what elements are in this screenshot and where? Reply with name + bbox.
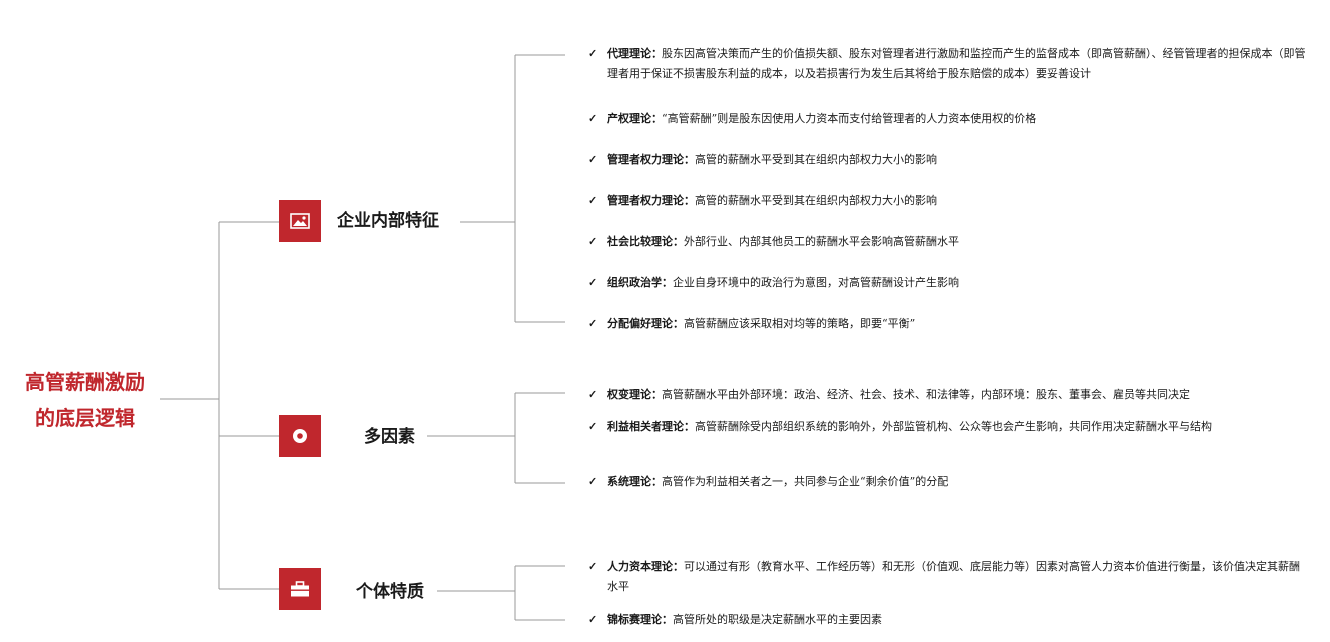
item-name: 管理者权力理论：	[607, 153, 695, 166]
list-item: ✓ 人力资本理论：可以通过有形（教育水平、工作经历等）和无形（价值观、底层能力等）…	[588, 557, 1310, 597]
item-text: 高管的薪酬水平受到其在组织内部权力大小的影响	[695, 153, 937, 166]
list-item: ✓ 分配偏好理论：高管薪酬应该采取相对均等的策略，即要“平衡”	[588, 314, 1310, 334]
item-text: 外部行业、内部其他员工的薪酬水平会影响高管薪酬水平	[684, 235, 959, 248]
item-text: 高管薪酬除受内部组织系统的影响外，外部监管机构、公众等也会产生影响，共同作用决定…	[695, 420, 1212, 433]
list-item: ✓ 管理者权力理论：高管的薪酬水平受到其在组织内部权力大小的影响	[588, 150, 1310, 170]
category-label-internal: 企业内部特征	[337, 211, 439, 231]
list-item: ✓ 利益相关者理论：高管薪酬除受内部组织系统的影响外，外部监管机构、公众等也会产生…	[588, 417, 1310, 437]
briefcase-icon	[291, 581, 309, 597]
list-item: ✓ 社会比较理论：外部行业、内部其他员工的薪酬水平会影响高管薪酬水平	[588, 232, 1310, 252]
item-text: 高管薪酬水平由外部环境：政治、经济、社会、技术、和法律等，内部环境：股东、董事会…	[662, 388, 1190, 401]
items-bracket	[514, 392, 565, 484]
check-icon: ✓	[588, 47, 598, 60]
item-name: 社会比较理论：	[607, 235, 684, 248]
item-text: 高管作为利益相关者之一，共同参与企业“剩余价值”的分配	[662, 475, 949, 488]
image-icon	[290, 213, 310, 229]
list-item: ✓ 权变理论：高管薪酬水平由外部环境：政治、经济、社会、技术、和法律等，内部环境：…	[588, 385, 1310, 405]
check-icon: ✓	[588, 194, 598, 207]
item-name: 分配偏好理论：	[607, 317, 684, 330]
list-item: ✓ 代理理论：股东因高管决策而产生的价值损失额、股东对管理者进行激励和监控而产生的…	[588, 44, 1310, 84]
list-item: ✓ 管理者权力理论：高管的薪酬水平受到其在组织内部权力大小的影响	[588, 191, 1310, 211]
item-name: 锦标赛理论：	[607, 613, 673, 626]
category-icon-box-internal	[279, 200, 321, 242]
list-item: ✓ 组织政治学：企业自身环境中的政治行为意图，对高管薪酬设计产生影响	[588, 273, 1310, 293]
item-name: 人力资本理论：	[607, 560, 684, 573]
item-name: 利益相关者理论：	[607, 420, 695, 433]
item-name: 产权理论：	[607, 112, 662, 125]
check-icon: ✓	[588, 613, 598, 626]
item-text: 可以通过有形（教育水平、工作经历等）和无形（价值观、底层能力等）因素对高管人力资…	[607, 560, 1300, 593]
check-icon: ✓	[588, 317, 598, 330]
item-name: 管理者权力理论：	[607, 194, 695, 207]
item-name: 代理理论：	[607, 47, 662, 60]
check-icon: ✓	[588, 153, 598, 166]
item-name: 组织政治学：	[607, 276, 673, 289]
list-item: ✓ 锦标赛理论：高管所处的职级是决定薪酬水平的主要因素	[588, 610, 1310, 630]
root-title-line2: 的底层逻辑	[35, 406, 135, 430]
check-icon: ✓	[588, 112, 598, 125]
item-name: 权变理论：	[607, 388, 662, 401]
item-text: 高管的薪酬水平受到其在组织内部权力大小的影响	[695, 194, 937, 207]
target-icon	[293, 429, 307, 443]
check-icon: ✓	[588, 475, 598, 488]
item-text: 股东因高管决策而产生的价值损失额、股东对管理者进行激励和监控而产生的监督成本（即…	[607, 47, 1306, 80]
check-icon: ✓	[588, 235, 598, 248]
category-icon-box-individual	[279, 568, 321, 610]
list-item: ✓ 产权理论：“高管薪酬”则是股东因使用人力资本而支付给管理者的人力资本使用权的价…	[588, 109, 1310, 129]
items-bracket	[514, 54, 565, 323]
item-text: 高管所处的职级是决定薪酬水平的主要因素	[673, 613, 882, 626]
check-icon: ✓	[588, 560, 598, 573]
root-node: 高管薪酬激励 的底层逻辑	[10, 364, 160, 436]
root-title-line1: 高管薪酬激励	[25, 370, 145, 394]
category-icon-box-factors	[279, 415, 321, 457]
item-name: 系统理论：	[607, 475, 662, 488]
item-text: “高管薪酬”则是股东因使用人力资本而支付给管理者的人力资本使用权的价格	[662, 112, 1037, 125]
item-text: 企业自身环境中的政治行为意图，对高管薪酬设计产生影响	[673, 276, 959, 289]
check-icon: ✓	[588, 420, 598, 433]
category-label-factors: 多因素	[364, 427, 415, 447]
items-bracket	[514, 565, 565, 621]
check-icon: ✓	[588, 388, 598, 401]
category-label-individual: 个体特质	[356, 582, 424, 602]
item-text: 高管薪酬应该采取相对均等的策略，即要“平衡”	[684, 317, 916, 330]
list-item: ✓ 系统理论：高管作为利益相关者之一，共同参与企业“剩余价值”的分配	[588, 472, 1310, 492]
check-icon: ✓	[588, 276, 598, 289]
